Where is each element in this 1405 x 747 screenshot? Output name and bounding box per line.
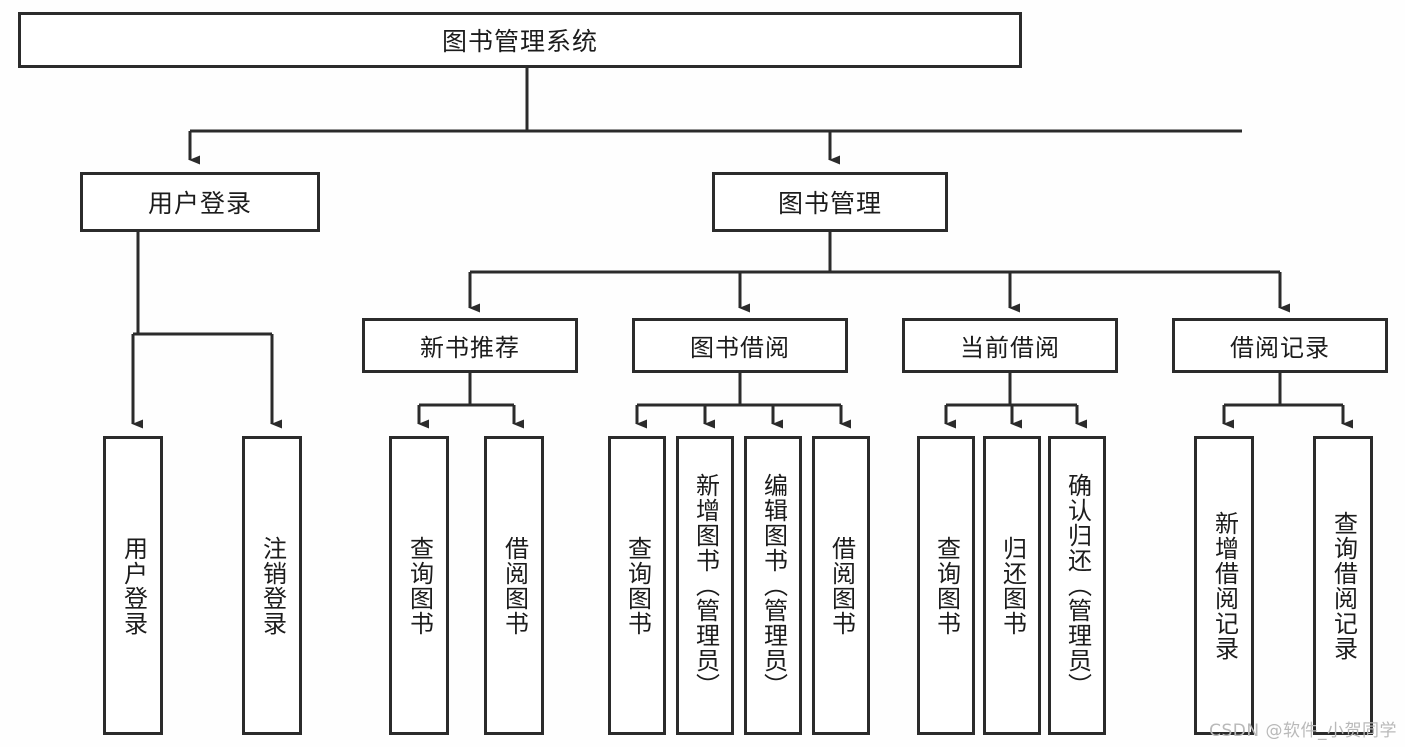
leaf-add-borrow-record[interactable]: 新增借阅记录 (1194, 436, 1254, 735)
node-label: 用户登录 (147, 189, 252, 218)
node-label: 注销登录 (258, 535, 287, 636)
node-label: 归还图书 (998, 535, 1027, 636)
node-book-borrow[interactable]: 图书借阅 (632, 318, 848, 373)
leaf-query-book-current[interactable]: 查询图书 (917, 436, 975, 735)
node-root-system[interactable]: 图书管理系统 (18, 12, 1022, 68)
csdn-watermark: CSDN @软件_小贺同学 (1209, 721, 1397, 741)
leaf-query-book-borrow[interactable]: 查询图书 (608, 436, 666, 735)
node-label: 查询借阅记录 (1329, 510, 1358, 661)
node-label: 当前借阅 (960, 334, 1060, 362)
node-label: 确认归还（管理员） (1063, 473, 1092, 698)
leaf-user-login[interactable]: 用户登录 (103, 436, 163, 735)
node-label: 图书借阅 (690, 334, 790, 362)
node-label: 借阅图书 (500, 535, 529, 636)
leaf-query-book-recommend[interactable]: 查询图书 (389, 436, 449, 735)
node-label: 图书管理系统 (441, 27, 598, 56)
node-label: 新增借阅记录 (1210, 510, 1239, 661)
leaf-return-book[interactable]: 归还图书 (983, 436, 1041, 735)
leaf-user-logout[interactable]: 注销登录 (242, 436, 302, 735)
node-label: 新书推荐 (420, 334, 520, 362)
leaf-edit-book-admin[interactable]: 编辑图书（管理员） (744, 436, 802, 735)
leaf-add-book-admin[interactable]: 新增图书（管理员） (676, 436, 734, 735)
node-new-book-recommend[interactable]: 新书推荐 (362, 318, 578, 373)
leaf-query-borrow-record[interactable]: 查询借阅记录 (1313, 436, 1373, 735)
node-label: 借阅图书 (827, 535, 856, 636)
node-label: 新增图书（管理员） (691, 473, 720, 698)
node-book-management[interactable]: 图书管理 (712, 172, 948, 232)
leaf-confirm-return-admin[interactable]: 确认归还（管理员） (1048, 436, 1106, 735)
leaf-borrow-book[interactable]: 借阅图书 (812, 436, 870, 735)
node-label: 查询图书 (405, 535, 434, 636)
node-current-borrow[interactable]: 当前借阅 (902, 318, 1118, 373)
node-user-login[interactable]: 用户登录 (80, 172, 320, 232)
node-borrow-record[interactable]: 借阅记录 (1172, 318, 1388, 373)
node-label: 图书管理 (777, 189, 882, 218)
node-label: 用户登录 (119, 535, 148, 636)
node-label: 借阅记录 (1230, 334, 1330, 362)
node-label: 编辑图书（管理员） (759, 473, 788, 698)
node-label: 查询图书 (623, 535, 652, 636)
leaf-borrow-book-recommend[interactable]: 借阅图书 (484, 436, 544, 735)
node-label: 查询图书 (932, 535, 961, 636)
